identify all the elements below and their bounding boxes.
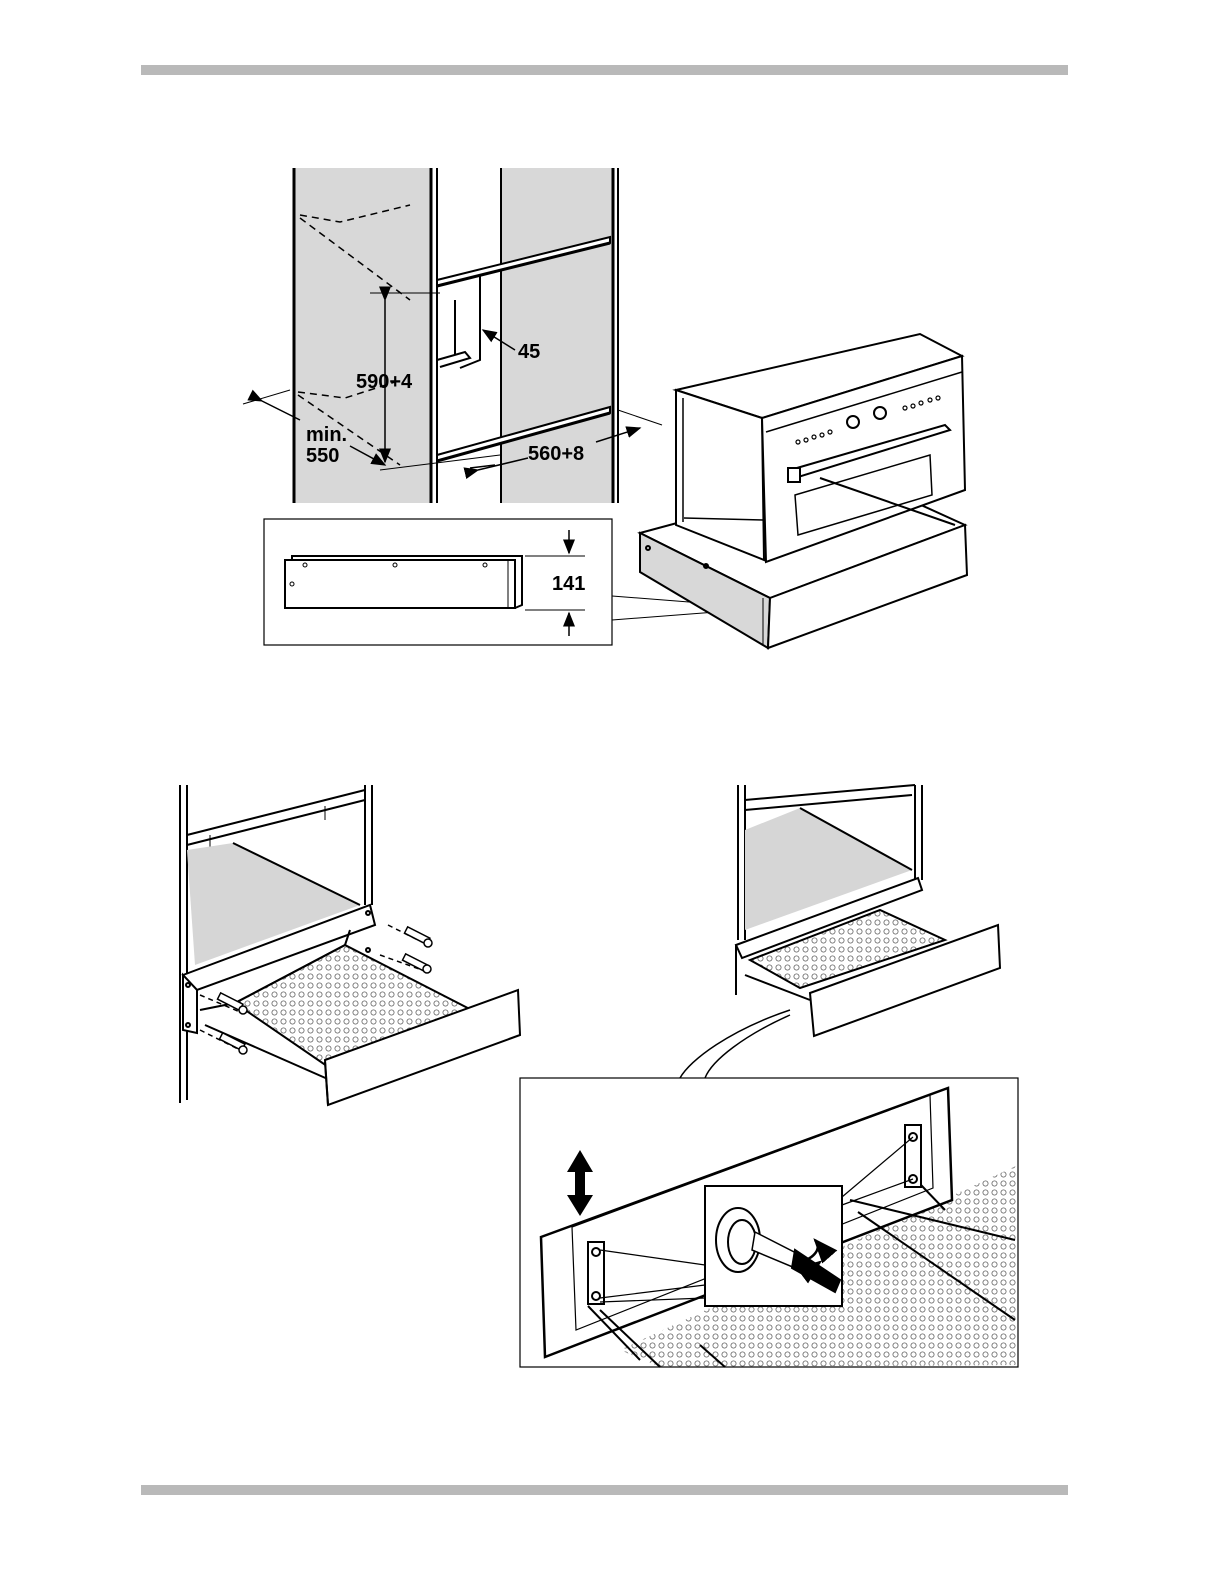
oven-on-drawer-drawing <box>640 334 967 648</box>
height-adjust-detail <box>520 1078 1018 1367</box>
dim-depth-gap: 45 <box>518 341 540 363</box>
drawer-screw-mount-drawing <box>180 785 520 1105</box>
dim-depth-label-1: min. <box>306 424 347 446</box>
dim-width: 560+8 <box>528 443 584 465</box>
dim-depth-label-2: 550 <box>306 445 339 467</box>
dim-height: 590+4 <box>356 371 413 393</box>
footer-rule <box>141 1485 1068 1495</box>
dim-drawer-height: 141 <box>552 573 585 595</box>
drawer-installed-drawing <box>680 785 1000 1078</box>
